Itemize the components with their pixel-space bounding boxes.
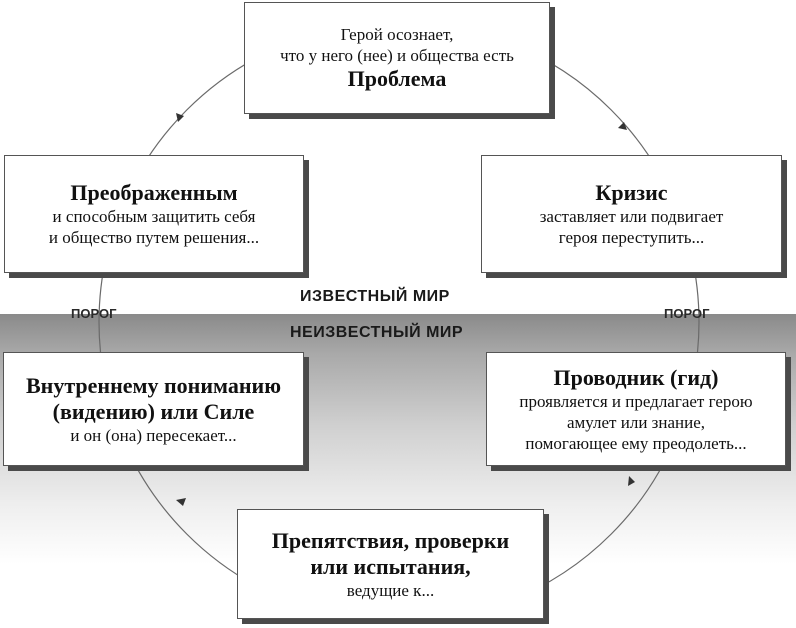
transformed-box: Преображенным и способным защитить себя … bbox=[4, 155, 304, 273]
obstacles-line-1: ведущие к... bbox=[346, 580, 435, 600]
obstacles-box: Препятствия, проверки или испытания, вед… bbox=[237, 509, 544, 619]
crisis-line-2: героя переступить... bbox=[558, 228, 705, 247]
arrow-head-top-right bbox=[618, 122, 627, 130]
arrow-head-bottom-left bbox=[176, 498, 186, 506]
transformed-title: Преображенным bbox=[70, 180, 238, 205]
problem-line-1: Герой осознает, bbox=[340, 25, 454, 44]
crisis-box: Кризис заставляет или подвигает героя пе… bbox=[481, 155, 782, 273]
known-world-label: ИЗВЕСТНЫЙ МИР bbox=[300, 288, 450, 305]
guide-line-2: амулет или знание, bbox=[566, 412, 706, 432]
guide-line-1: проявляется и предлагает герою bbox=[519, 391, 753, 411]
problem-box: Герой осознает, что у него (нее) и общес… bbox=[244, 2, 550, 114]
transformed-line-2: и общество путем решения... bbox=[48, 228, 260, 247]
problem-line-2: что у него (нее) и общества есть bbox=[280, 46, 514, 65]
threshold-label-right: ПОРОГ bbox=[664, 306, 710, 321]
problem-title: Проблема bbox=[347, 66, 447, 91]
crisis-title: Кризис bbox=[595, 180, 668, 205]
guide-title: Проводник (гид) bbox=[553, 364, 719, 390]
unknown-world-label: НЕИЗВЕСТНЫЙ МИР bbox=[290, 324, 464, 341]
inner-line-1: и он (она) пересекает... bbox=[70, 425, 237, 445]
transformed-line-1: и способным защитить себя bbox=[52, 207, 256, 226]
obstacles-title-1: Препятствия, проверки bbox=[271, 527, 510, 553]
threshold-label-left: ПОРОГ bbox=[71, 306, 117, 321]
obstacles-title-2: или испытания, bbox=[310, 553, 471, 579]
arrow-head-bottom-right bbox=[628, 476, 635, 486]
inner-title-2: (видению) или Силе bbox=[52, 398, 255, 424]
guide-box: Проводник (гид) проявляется и предлагает… bbox=[486, 352, 786, 466]
inner-title-1: Внутреннему пониманию bbox=[25, 372, 282, 398]
inner-understanding-box: Внутреннему пониманию (видению) или Силе… bbox=[3, 352, 304, 466]
arrow-head-top-left bbox=[176, 113, 184, 122]
crisis-line-1: заставляет или подвигает bbox=[539, 207, 724, 226]
guide-line-3: помогающее ему преодолеть... bbox=[525, 433, 747, 453]
